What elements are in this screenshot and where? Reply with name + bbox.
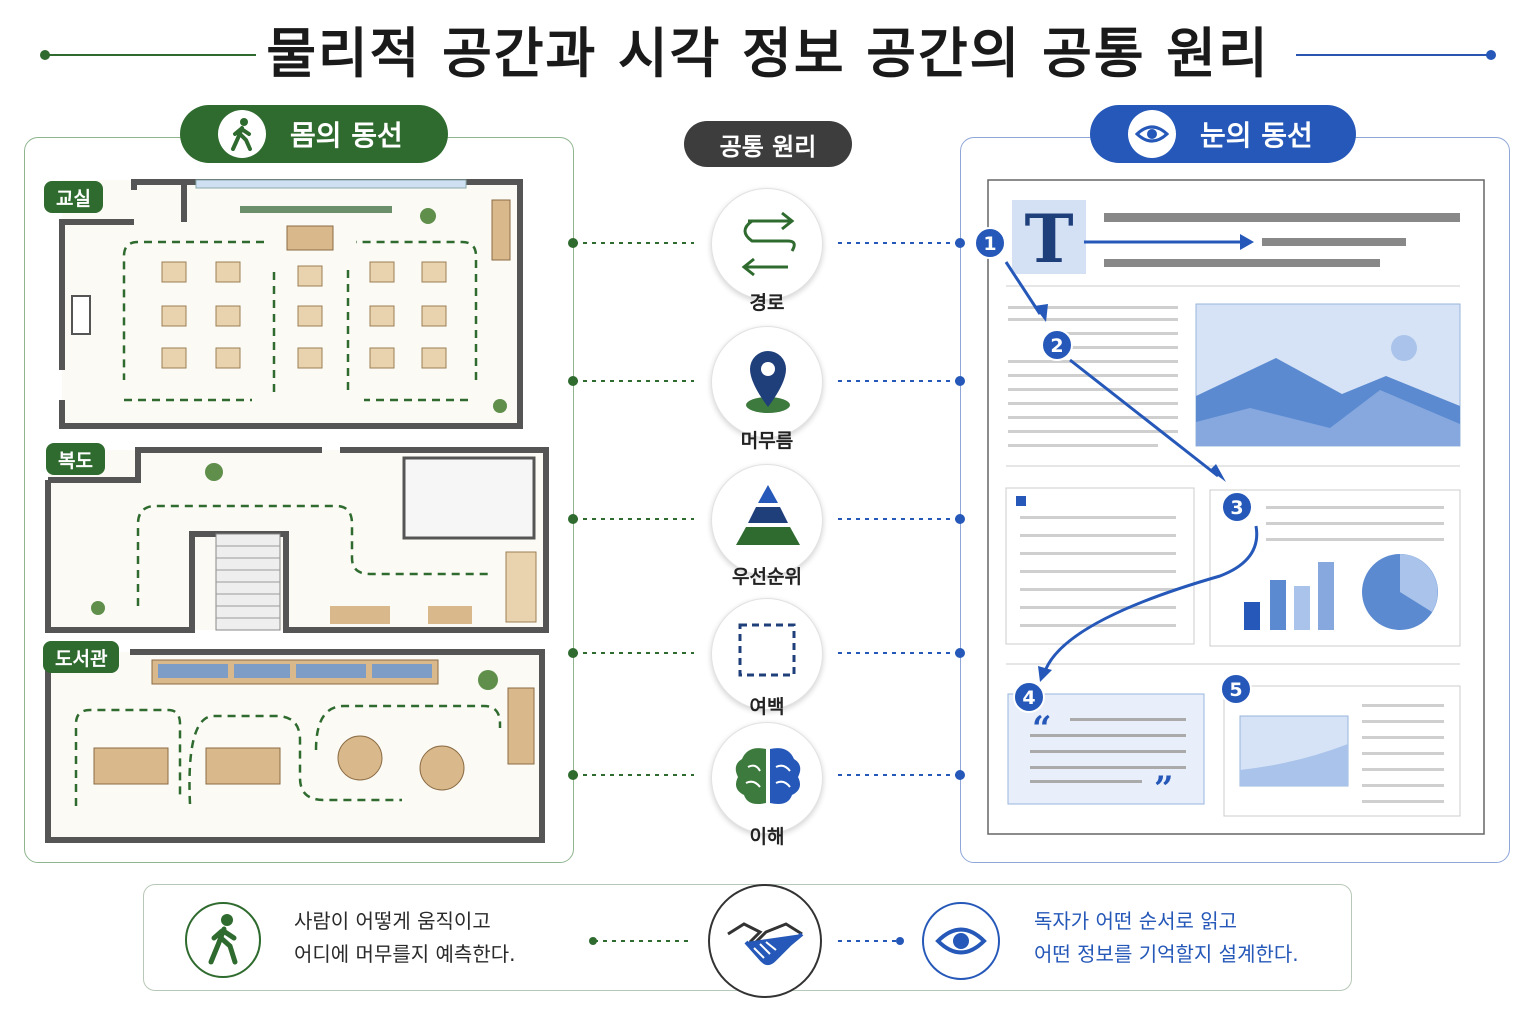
title-rule-left-dot: [40, 50, 50, 60]
handshake-icon: [708, 884, 822, 998]
headline-glyph: T: [1024, 200, 1073, 278]
common-principle-header: 공통 원리: [684, 121, 852, 167]
step-badge-1: 1: [974, 227, 1006, 259]
corridor-plan: [45, 447, 549, 633]
left-connectors: [568, 238, 694, 780]
body-text-lines: [1008, 306, 1178, 447]
summary-body-line-2: 어디에 머무를지 예측한다.: [294, 942, 516, 966]
brain-icon: [735, 748, 801, 804]
title-rule-right-dot: [1486, 50, 1496, 60]
svg-text:5: 5: [1229, 679, 1242, 701]
walking-person-icon: [218, 110, 266, 158]
right-connectors: [838, 238, 965, 780]
principle-understanding: [711, 722, 823, 834]
eye-icon: [922, 902, 1000, 980]
principle-priority-label: 우선순위: [732, 566, 802, 588]
principle-route: [711, 188, 823, 300]
principle-stay: [711, 326, 823, 438]
principle-stay-label: 머무름: [740, 430, 794, 452]
title-block: [1012, 200, 1086, 274]
title-rule-left: [44, 54, 256, 56]
dashed-square-icon: [738, 623, 796, 677]
step-badge-2: 2: [1041, 329, 1073, 361]
principle-whitespace: [711, 598, 823, 710]
pyramid-icon: [736, 485, 800, 545]
mini-bar-chart: [1244, 562, 1334, 630]
svg-text:2: 2: [1050, 335, 1063, 357]
principle-understanding-label: 이해: [749, 826, 785, 848]
location-pin-icon: [746, 351, 790, 413]
title-rule-right: [1296, 54, 1492, 56]
summary-body-line-1: 사람이 어떻게 움직이고: [294, 909, 491, 933]
text-card: [1005, 487, 1195, 645]
reading-path: [1004, 261, 1259, 675]
room-label-corridor: 복도: [46, 443, 105, 475]
close-quote: ”: [1154, 769, 1174, 809]
principle-whitespace-label: 여백: [749, 696, 785, 718]
quote-card: [1007, 693, 1205, 805]
svg-text:1: 1: [983, 233, 996, 255]
eye-movement-label: 눈의 동선: [1200, 119, 1313, 152]
svg-text:4: 4: [1022, 687, 1035, 709]
svg-text:3: 3: [1230, 497, 1243, 519]
walking-person-icon: [185, 902, 261, 978]
room-label-library: 도서관: [43, 641, 120, 673]
mini-pie-chart: [1362, 554, 1438, 630]
body-movement-label: 몸의 동선: [290, 119, 403, 152]
step-badge-4: 4: [1013, 681, 1045, 713]
summary-eye-line-1: 독자가 어떤 순서로 읽고: [1034, 909, 1238, 933]
open-quote: “: [1032, 709, 1052, 749]
eye-icon: [1128, 110, 1176, 158]
principle-route-label: 경로: [749, 292, 785, 314]
eye-movement-header: 눈의 동선: [1090, 105, 1356, 163]
summary-eye-text: 독자가 어떤 순서로 읽고 어떤 정보를 기억할지 설계한다.: [1034, 905, 1299, 971]
step-badge-5: 5: [1220, 673, 1252, 705]
room-label-classroom: 교실: [44, 181, 103, 213]
classroom-plan: [59, 179, 523, 429]
body-movement-header: 몸의 동선: [180, 105, 448, 163]
summary-body-text: 사람이 어떻게 움직이고 어디에 머무를지 예측한다.: [294, 905, 515, 971]
page-title: 물리적 공간과 시각 정보 공간의 공통 원리: [266, 22, 1270, 85]
principle-priority: [711, 464, 823, 576]
route-arrows-icon: [741, 211, 796, 277]
common-principle-label: 공통 원리: [719, 132, 817, 161]
title-area: 물리적 공간과 시각 정보 공간의 공통 원리: [0, 14, 1536, 94]
step-badge-3: 3: [1221, 491, 1253, 523]
summary-eye-line-2: 어떤 정보를 기억할지 설계한다.: [1034, 942, 1299, 966]
